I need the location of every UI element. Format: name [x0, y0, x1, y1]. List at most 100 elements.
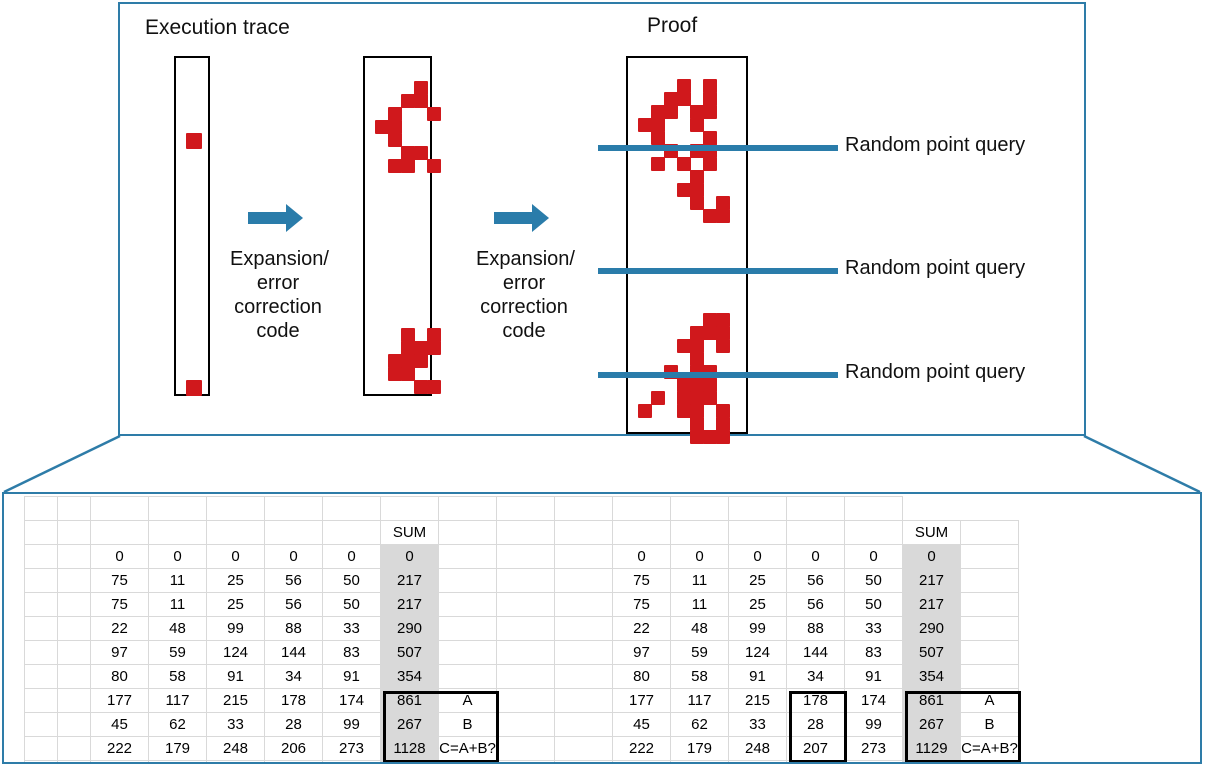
expansion-label-1-line-1: Expansion/	[230, 248, 329, 270]
trace-block	[690, 170, 704, 184]
trace-block	[677, 391, 691, 405]
trace-block	[427, 341, 441, 355]
diagram-top-panel: Execution trace Proof Expansion/ error c…	[118, 2, 1086, 444]
expansion-label-2-line-1: Expansion/	[476, 248, 575, 270]
table-blank-row	[24, 496, 1019, 521]
trace-block	[716, 404, 730, 418]
random-point-query-line-1	[598, 145, 838, 151]
trace-block	[677, 79, 691, 93]
trace-block	[388, 120, 402, 134]
trace-block	[690, 352, 704, 366]
trace-block	[401, 341, 415, 355]
trace-block	[414, 94, 428, 108]
trace-block	[690, 183, 704, 197]
trace-block	[677, 404, 691, 418]
expanded-trace-column	[363, 56, 441, 396]
expansion-arrow-1	[248, 204, 308, 232]
execution-trace-column	[174, 56, 210, 396]
trace-block	[651, 118, 665, 132]
expansion-label-2: Expansion/ error correction code	[476, 247, 575, 343]
trace-block	[703, 131, 717, 145]
expansion-label-2-line-2: error	[502, 272, 546, 294]
table-header-row: SUM SUM	[24, 520, 1019, 545]
trace-block	[703, 209, 717, 223]
trace-block	[388, 159, 402, 173]
trace-block	[638, 404, 652, 418]
trace-block	[401, 367, 415, 381]
trace-block	[690, 105, 704, 119]
expansion-label-2-line-3: correction	[480, 296, 568, 318]
trace-block	[716, 196, 730, 210]
trace-block	[388, 133, 402, 147]
trace-block	[401, 146, 415, 160]
trace-block	[401, 328, 415, 342]
proof-title: Proof	[647, 14, 698, 37]
sum-header-left[interactable]: SUM	[380, 520, 439, 545]
random-point-query-label-2: Random point query	[845, 257, 1026, 279]
trace-block	[703, 313, 717, 327]
trace-block	[186, 133, 202, 149]
trace-block	[414, 146, 428, 160]
trace-block	[388, 107, 402, 121]
trace-block	[651, 391, 665, 405]
trace-block	[401, 94, 415, 108]
trace-block	[690, 326, 704, 340]
trace-block	[716, 417, 730, 431]
trace-block	[401, 354, 415, 368]
trace-block	[651, 157, 665, 171]
expansion-arrow-2	[494, 204, 554, 232]
trace-block	[677, 339, 691, 353]
trace-block	[388, 367, 402, 381]
table-row: 863505125197863505125197	[24, 760, 1019, 762]
sum-header-right[interactable]: SUM	[902, 520, 961, 545]
trace-block	[388, 354, 402, 368]
trace-block	[703, 92, 717, 106]
expansion-label-1: Expansion/ error correction code	[230, 247, 329, 343]
trace-block	[690, 378, 704, 392]
random-point-query-line-2	[598, 268, 838, 274]
trace-block	[664, 92, 678, 106]
trace-block	[716, 313, 730, 327]
trace-block	[690, 417, 704, 431]
trace-block	[703, 326, 717, 340]
random-point-query-label-3: Random point query	[845, 361, 1026, 383]
trace-block	[690, 404, 704, 418]
trace-block	[427, 159, 441, 173]
trace-block	[703, 105, 717, 119]
trace-block	[690, 391, 704, 405]
trace-block	[716, 209, 730, 223]
trace-block	[414, 81, 428, 95]
trace-block	[703, 378, 717, 392]
trace-block	[716, 339, 730, 353]
execution-trace-title: Execution trace	[145, 16, 290, 39]
proof-column	[626, 56, 748, 444]
trace-block	[703, 157, 717, 171]
expansion-label-1-line-3: correction	[234, 296, 322, 318]
trace-block	[651, 105, 665, 119]
trace-block	[414, 354, 428, 368]
expansion-label-2-line-4: code	[502, 320, 546, 342]
trace-block	[690, 430, 704, 444]
expansion-label-1-line-2: error	[256, 272, 300, 294]
random-point-query-label-1: Random point query	[845, 134, 1026, 156]
trace-block	[401, 159, 415, 173]
trace-block	[427, 328, 441, 342]
trace-block	[651, 131, 665, 145]
trace-block	[375, 120, 389, 134]
trace-block	[414, 380, 428, 394]
trace-block	[690, 118, 704, 132]
trace-block	[677, 183, 691, 197]
trace-block	[638, 118, 652, 132]
trace-block	[414, 341, 428, 355]
trace-block	[664, 105, 678, 119]
